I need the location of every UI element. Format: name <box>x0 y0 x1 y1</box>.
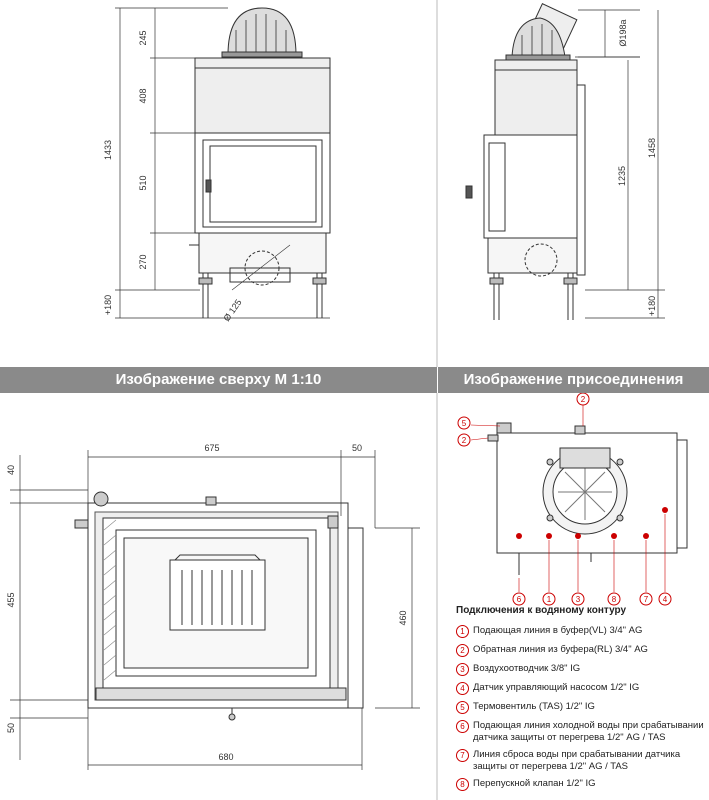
side-dim-180: +180 <box>647 296 657 316</box>
marker-7: 7 <box>639 592 653 606</box>
flue-dome <box>227 7 297 56</box>
svg-text:5: 5 <box>462 419 467 428</box>
legend-text: Термовентиль (TAS) 1/2" IG <box>473 701 595 712</box>
svg-text:6: 6 <box>517 595 522 604</box>
legend-text: Линия сброса воды при срабатывании датчи… <box>473 749 681 772</box>
svg-text:7: 7 <box>644 595 649 604</box>
legend-num: 4 <box>456 682 469 695</box>
legend-item: 7 Линия сброса воды при срабатывании датч… <box>456 749 706 772</box>
legend-text: Воздухоотводчик 3/8" IG <box>473 663 581 674</box>
svg-text:8: 8 <box>612 595 617 604</box>
legend-item: 3 Воздухоотводчик 3/8" IG <box>456 663 706 676</box>
legend-num: 7 <box>456 749 469 762</box>
marker-8: 8 <box>607 592 621 606</box>
legend-num: 6 <box>456 720 469 733</box>
lower-body <box>198 232 327 274</box>
legend-num: 2 <box>456 644 469 657</box>
legend-text: Подающая линия в буфер(VL) 3/4" AG <box>473 625 643 636</box>
connection-view <box>470 405 688 592</box>
legend-text: Обратная линия из буфера(RL) 3/4" AG <box>473 644 648 655</box>
front-view <box>189 7 331 318</box>
top-view-header: Изображение сверху М 1:10 <box>0 367 437 393</box>
marker-2-left: 2 <box>457 433 471 447</box>
legend-item: 5 Термовентиль (TAS) 1/2" IG <box>456 701 706 714</box>
plan-view <box>74 491 364 721</box>
marker-2-top: 2 <box>576 392 590 406</box>
front-dim-180: +180 <box>103 295 113 315</box>
legend-title: Подключения к водяному контуру <box>456 605 627 616</box>
legend-num: 5 <box>456 701 469 714</box>
marker-6: 6 <box>512 592 526 606</box>
plan-dim-675: 675 <box>204 443 219 453</box>
upper-body <box>194 57 331 134</box>
connection-view-header: Изображение присоединения <box>438 367 709 393</box>
legend-text: Датчик управляющий насосом 1/2" IG <box>473 682 640 693</box>
front-pipe-dim: Ø 125 <box>221 297 243 323</box>
legend-item: 4 Датчик управляющий насосом 1/2" IG <box>456 682 706 695</box>
front-dim-270: 270 <box>138 254 148 269</box>
svg-text:4: 4 <box>663 595 668 604</box>
legend-text: Перепускной клапан 1/2" IG <box>473 778 596 789</box>
side-dim-1235: 1235 <box>617 166 627 186</box>
plan-dim-50-top: 50 <box>352 443 362 453</box>
marker-5: 5 <box>457 416 471 430</box>
svg-text:2: 2 <box>462 436 467 445</box>
legend-num: 1 <box>456 625 469 638</box>
legend-item: 1 Подающая линия в буфер(VL) 3/4" AG <box>456 625 706 638</box>
plan-dim-680: 680 <box>218 752 233 762</box>
svg-text:3: 3 <box>576 595 581 604</box>
marker-1: 1 <box>542 592 556 606</box>
front-dim-510: 510 <box>138 175 148 190</box>
legend-item: 8 Перепускной клапан 1/2" IG <box>456 778 706 791</box>
plan-dim-50-bottom: 50 <box>6 723 16 733</box>
side-dim-1458: 1458 <box>647 138 657 158</box>
front-dim-1433: 1433 <box>103 140 113 160</box>
plan-dim-455: 455 <box>6 592 16 607</box>
marker-3: 3 <box>571 592 585 606</box>
plan-dim-40: 40 <box>6 465 16 475</box>
connection-markers: 2 5 2 6 1 3 8 7 4 <box>457 392 672 606</box>
legend-num: 8 <box>456 778 469 791</box>
legend-item: 2 Обратная линия из буфера(RL) 3/4" AG <box>456 644 706 657</box>
legend-text: Подающая линия холодной воды при срабаты… <box>473 720 704 743</box>
marker-4: 4 <box>658 592 672 606</box>
legend-num: 3 <box>456 663 469 676</box>
front-dim-408: 408 <box>138 88 148 103</box>
side-view <box>465 2 586 320</box>
plan-dim-460: 460 <box>398 610 408 625</box>
legend-item: 6 Подающая линия холодной воды при срабат… <box>456 720 706 743</box>
svg-text:2: 2 <box>581 395 586 404</box>
front-dim-245: 245 <box>138 30 148 45</box>
side-dim-flue: Ø198a <box>618 19 628 46</box>
svg-text:1: 1 <box>547 595 552 604</box>
